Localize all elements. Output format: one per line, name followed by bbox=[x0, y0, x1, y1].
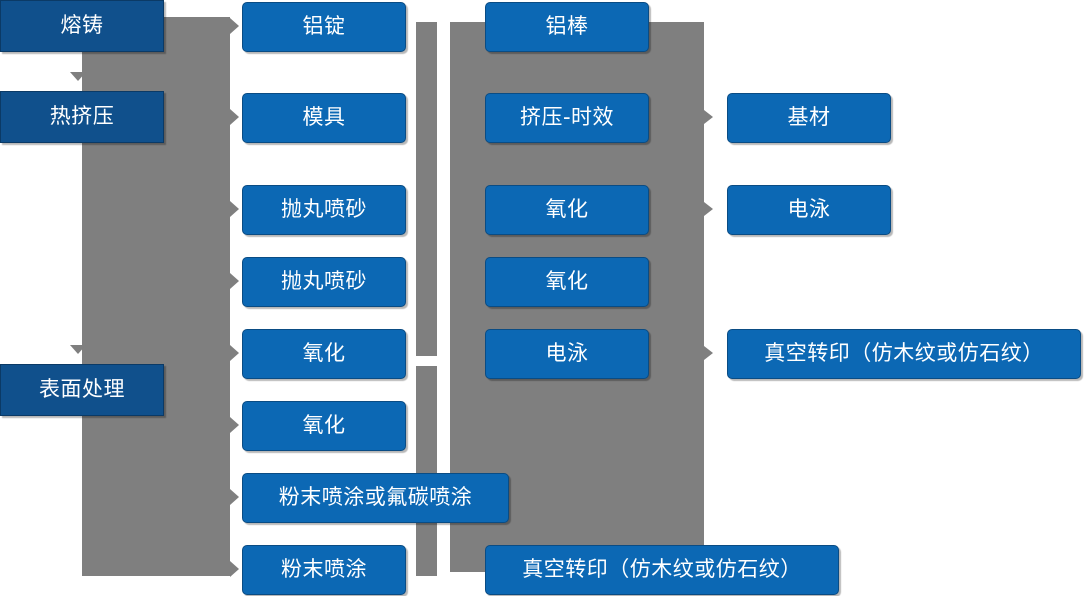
connector-arrow-pr-3 bbox=[704, 346, 713, 360]
node-tr-2[interactable]: 挤压-时效 bbox=[485, 93, 649, 143]
connector-arrow-op-6 bbox=[230, 417, 239, 433]
node-stage-2[interactable]: 热挤压 bbox=[0, 91, 164, 143]
node-label: 基材 bbox=[787, 105, 831, 130]
node-label: 抛丸喷砂 bbox=[281, 197, 367, 222]
node-label: 模具 bbox=[302, 105, 346, 130]
connector-arrow-down-stage2 bbox=[70, 72, 86, 81]
rail-gap-4 bbox=[437, 300, 450, 356]
rail-break bbox=[416, 356, 450, 366]
connector-arrow-op-8 bbox=[230, 561, 239, 577]
connector-arrow-op-4 bbox=[230, 273, 239, 289]
node-label: 氧化 bbox=[302, 341, 346, 366]
connector-arrow-op-7 bbox=[230, 489, 239, 505]
connector-stub-stage3 bbox=[164, 389, 186, 391]
node-label: 抛丸喷砂 bbox=[281, 269, 367, 294]
node-label: 真空转印（仿木纹或仿石纹） bbox=[522, 557, 802, 582]
node-label: 电泳 bbox=[787, 197, 831, 222]
node-pr-2[interactable]: 电泳 bbox=[727, 185, 891, 235]
node-label: 氧化 bbox=[545, 197, 589, 222]
rail-gap-5 bbox=[437, 366, 450, 566]
node-tr-6[interactable]: 真空转印（仿木纹或仿石纹） bbox=[485, 545, 839, 595]
node-op-3[interactable]: 抛丸喷砂 bbox=[242, 185, 406, 235]
connector-left-trunk-right bbox=[178, 365, 230, 576]
node-tr-5[interactable]: 电泳 bbox=[485, 329, 649, 379]
node-pr-1[interactable]: 基材 bbox=[727, 93, 891, 143]
node-label: 铝锭 bbox=[302, 14, 346, 39]
node-label: 粉末喷涂 bbox=[281, 557, 367, 582]
node-tr-3[interactable]: 氧化 bbox=[485, 185, 649, 235]
connector-arrow-op-1 bbox=[230, 18, 239, 34]
rail-tick-3 bbox=[437, 298, 450, 300]
node-label: 表面处理 bbox=[39, 377, 125, 402]
connector-arrow-pr-2 bbox=[704, 202, 713, 216]
node-op-7[interactable]: 粉末喷涂或氟碳喷涂 bbox=[242, 473, 509, 523]
node-label: 挤压-时效 bbox=[519, 105, 615, 130]
node-stage-1[interactable]: 熔铸 bbox=[0, 0, 164, 52]
rail-notch-1 bbox=[437, 22, 450, 26]
connector-arrow-down-stage3 bbox=[70, 345, 86, 354]
rail-gap-6 bbox=[437, 568, 450, 576]
rail-tick-4 bbox=[437, 566, 450, 568]
node-op-6[interactable]: 氧化 bbox=[242, 401, 406, 451]
connector-arrow-op-2 bbox=[230, 109, 239, 125]
node-op-2[interactable]: 模具 bbox=[242, 93, 406, 143]
rail-tick-2 bbox=[437, 224, 450, 226]
rail-tick-1 bbox=[437, 126, 450, 128]
connector-arrow-pr-1 bbox=[704, 110, 713, 124]
node-tr-1[interactable]: 铝棒 bbox=[485, 2, 649, 52]
node-op-8[interactable]: 粉末喷涂 bbox=[242, 545, 406, 595]
node-op-5[interactable]: 氧化 bbox=[242, 329, 406, 379]
node-label: 真空转印（仿木纹或仿石纹） bbox=[764, 341, 1044, 366]
node-tr-4[interactable]: 氧化 bbox=[485, 257, 649, 307]
node-label: 铝棒 bbox=[545, 14, 589, 39]
connector-arrow-op-3 bbox=[230, 201, 239, 217]
node-label: 熔铸 bbox=[60, 13, 104, 38]
connector-arrow-op-5 bbox=[230, 345, 239, 361]
node-pr-3[interactable]: 真空转印（仿木纹或仿石纹） bbox=[727, 329, 1081, 379]
rail-gap-3 bbox=[437, 226, 450, 298]
connector-left-trunk-top bbox=[82, 17, 230, 365]
node-label: 电泳 bbox=[545, 341, 589, 366]
rail-gap-1 bbox=[437, 26, 450, 126]
node-label: 粉末喷涂或氟碳喷涂 bbox=[278, 485, 473, 510]
node-op-1[interactable]: 铝锭 bbox=[242, 2, 406, 52]
node-op-4[interactable]: 抛丸喷砂 bbox=[242, 257, 406, 307]
node-label: 氧化 bbox=[545, 269, 589, 294]
connector-mid-rail bbox=[416, 22, 437, 576]
node-stage-3[interactable]: 表面处理 bbox=[0, 364, 164, 416]
rail-gap-2 bbox=[437, 128, 450, 224]
node-label: 热挤压 bbox=[49, 104, 115, 129]
node-label: 氧化 bbox=[302, 413, 346, 438]
